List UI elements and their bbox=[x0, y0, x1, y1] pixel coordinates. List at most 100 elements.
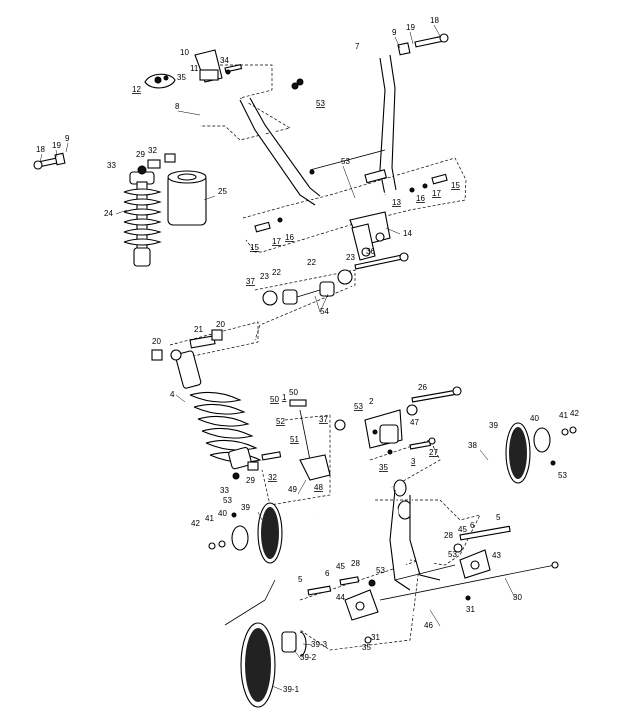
callout-22: 22 bbox=[307, 258, 316, 267]
callout-39-3: 39-3 bbox=[311, 640, 328, 649]
callout-43: 43 bbox=[492, 551, 501, 560]
callout-37: 37 bbox=[319, 415, 328, 424]
callout-37: 37 bbox=[246, 277, 255, 286]
callout-15: 15 bbox=[250, 243, 259, 252]
bolt-29-32-top bbox=[147, 153, 176, 169]
callout-26: 26 bbox=[418, 383, 427, 392]
callout-3: 3 bbox=[411, 457, 416, 466]
callout-51: 51 bbox=[290, 435, 299, 444]
callout-10: 10 bbox=[180, 48, 189, 57]
callout-35: 35 bbox=[362, 643, 371, 652]
callout-17: 17 bbox=[432, 189, 441, 198]
callout-44: 44 bbox=[336, 593, 345, 602]
upper-cross-shaft bbox=[59, 54, 401, 161]
callout-52: 52 bbox=[276, 417, 285, 426]
callout-12: 12 bbox=[132, 85, 141, 94]
rod-30 bbox=[379, 561, 559, 601]
rear-axle-box bbox=[369, 439, 441, 501]
leader-lines bbox=[39, 24, 516, 691]
callout-53: 53 bbox=[448, 550, 457, 559]
center-pivot-box bbox=[261, 414, 331, 506]
bolt-34 bbox=[224, 64, 243, 75]
spacers-20-21 bbox=[151, 329, 223, 361]
wheel-39-right bbox=[505, 422, 577, 484]
link-rod-left bbox=[262, 290, 346, 431]
rear-axle-38 bbox=[313, 456, 492, 520]
callout-30: 30 bbox=[513, 593, 522, 602]
bolt-27-3 bbox=[387, 437, 436, 455]
rod-46 bbox=[374, 595, 471, 626]
callout-2: 2 bbox=[369, 397, 374, 406]
idler-44 bbox=[344, 589, 379, 621]
callout-1: 1 bbox=[282, 393, 287, 402]
bolts-15-16-17 bbox=[254, 173, 448, 233]
callout-18: 18 bbox=[36, 145, 45, 154]
callout-34: 34 bbox=[220, 56, 229, 65]
canister-25 bbox=[167, 170, 207, 226]
rear-swing-arm bbox=[389, 489, 456, 591]
callout-32: 32 bbox=[268, 473, 277, 482]
callout-14: 14 bbox=[403, 229, 412, 238]
end-bolt-right bbox=[397, 33, 449, 56]
callout-7: 7 bbox=[355, 42, 360, 51]
callout-6: 6 bbox=[470, 521, 475, 530]
bolt-36 bbox=[354, 252, 409, 270]
callout-38: 38 bbox=[468, 441, 477, 450]
callout-9: 9 bbox=[65, 134, 70, 143]
callout-5: 5 bbox=[496, 513, 501, 522]
callout-28: 28 bbox=[444, 531, 453, 540]
callout-22: 22 bbox=[272, 268, 281, 277]
callout-53: 53 bbox=[376, 566, 385, 575]
callout-42: 42 bbox=[570, 409, 579, 418]
wheel-assembly-39-1 bbox=[224, 579, 307, 708]
bracket-2-47 bbox=[364, 409, 403, 449]
callout-20: 20 bbox=[216, 320, 225, 329]
callout-54: 54 bbox=[320, 307, 329, 316]
callout-labels: 18 19 9 7 10 11 34 35 12 8 53 18 19 9 33… bbox=[36, 16, 579, 694]
callout-31: 31 bbox=[466, 605, 475, 614]
callout-41: 41 bbox=[559, 411, 568, 420]
callout-18: 18 bbox=[430, 16, 439, 25]
callout-20: 20 bbox=[152, 337, 161, 346]
callout-50: 50 bbox=[270, 395, 279, 404]
callout-53: 53 bbox=[354, 402, 363, 411]
callout-19: 19 bbox=[52, 141, 61, 150]
callout-25: 25 bbox=[218, 187, 227, 196]
callout-4: 4 bbox=[170, 390, 175, 399]
callout-50: 50 bbox=[289, 388, 298, 397]
callout-8: 8 bbox=[175, 102, 180, 111]
rear-axle-lower-box bbox=[370, 499, 481, 566]
callout-29: 29 bbox=[136, 150, 145, 159]
callout-42: 42 bbox=[191, 519, 200, 528]
end-bolt-left bbox=[33, 152, 66, 170]
bolts-29-32-bottom bbox=[232, 451, 282, 480]
callout-13: 13 bbox=[392, 198, 401, 207]
callout-53: 53 bbox=[316, 99, 325, 108]
callout-49: 49 bbox=[288, 485, 297, 494]
callout-23: 23 bbox=[346, 253, 355, 262]
callout-28: 28 bbox=[351, 559, 360, 568]
callout-39: 39 bbox=[241, 503, 250, 512]
callout-45: 45 bbox=[458, 525, 467, 534]
callout-35: 35 bbox=[379, 463, 388, 472]
callout-46: 46 bbox=[424, 621, 433, 630]
wheel-assembly-box bbox=[299, 559, 421, 651]
pivot-rod-13 bbox=[284, 184, 421, 219]
rocker-14 bbox=[349, 211, 391, 261]
bushings-22 bbox=[282, 281, 335, 305]
idler-43 bbox=[459, 549, 491, 579]
callout-32: 32 bbox=[148, 146, 157, 155]
callout-39-2: 39-2 bbox=[300, 653, 317, 662]
callout-53: 53 bbox=[558, 471, 567, 480]
callout-15: 15 bbox=[451, 181, 460, 190]
callout-39: 39 bbox=[489, 421, 498, 430]
callout-5: 5 bbox=[298, 575, 303, 584]
rod-26 bbox=[411, 386, 462, 403]
callout-19: 19 bbox=[406, 23, 415, 32]
callout-36: 36 bbox=[366, 247, 375, 256]
callout-41: 41 bbox=[205, 514, 214, 523]
rail-pivot-box bbox=[242, 157, 467, 253]
callout-39-1: 39-1 bbox=[283, 685, 300, 694]
top-bracket-box bbox=[200, 64, 291, 141]
